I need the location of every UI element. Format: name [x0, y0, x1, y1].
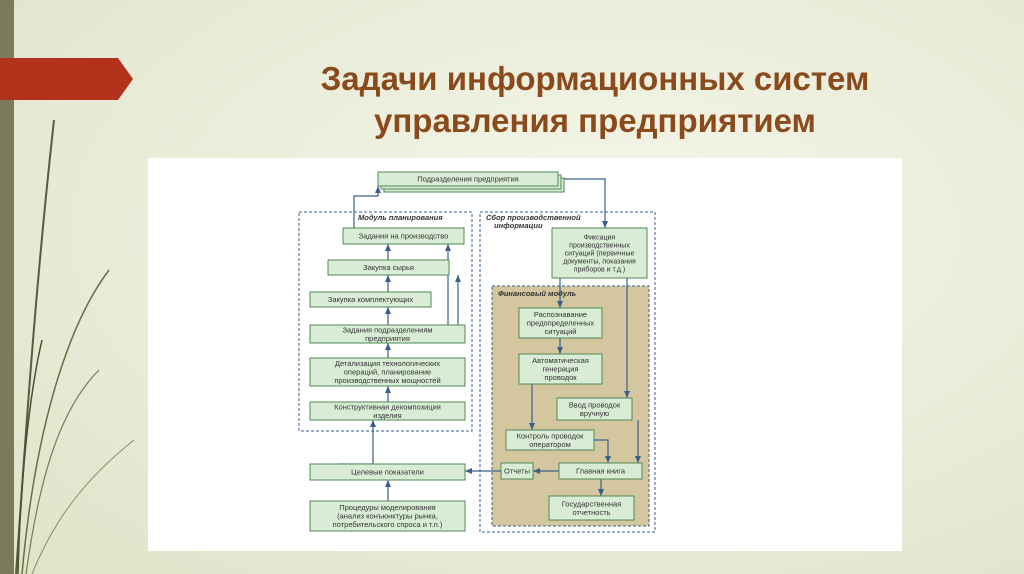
- arrow-departments-to-fixation: [558, 178, 608, 228]
- collection-label-line-2: информации: [494, 221, 543, 230]
- arrow-targets-to-decomposition: [338, 420, 376, 465]
- ledger-box-text: Главная книга: [576, 467, 626, 476]
- autogeneration-box-text: проводок: [544, 373, 577, 382]
- planning-box-5-text: операций, планирование: [344, 368, 431, 377]
- recognition-box-text: ситуаций: [545, 327, 577, 336]
- manual-entry-box-text: Ввод проводок: [569, 400, 621, 409]
- state-reporting-box-text: отчетность: [572, 508, 610, 517]
- modeling-box: Процедуры моделирования(анализ конъюнкту…: [309, 500, 466, 532]
- slide-title: Задачи информационных систем управления …: [215, 58, 975, 142]
- flow-diagram: Модуль планирования Сбор производственной…: [298, 171, 656, 533]
- top-box-departments-text: Подразделения предприятия: [417, 175, 518, 184]
- planning-box-3: Закупка комплектующих: [309, 291, 432, 308]
- recognition-box-text: предопределенных: [527, 319, 595, 328]
- ledger-box: Главная книга: [558, 462, 643, 480]
- planning-box-4-text: Задания подразделениям: [342, 325, 432, 334]
- modeling-box-text: Процедуры моделирования: [339, 503, 435, 512]
- planning-box-6-text: Конструктивная декомпозиция: [334, 402, 441, 411]
- fixation-box-text: приборов и т.д.): [574, 265, 626, 273]
- slide-title-line-1: Задачи информационных систем: [320, 60, 870, 97]
- modeling-box-text: потребительского спроса и т.п.): [333, 520, 443, 529]
- reports-box-text: Отчеты: [504, 467, 530, 476]
- manual-entry-box-text: вручную: [580, 409, 610, 418]
- slide-title-line-2: управления предприятием: [374, 102, 816, 139]
- operator-control-box-text: оператором: [529, 440, 571, 449]
- operator-control-box-text: Контроль проводок: [517, 431, 585, 440]
- planning-box-5-text: Детализация технологических: [335, 359, 440, 368]
- top-box-departments: Подразделения предприятия: [377, 171, 559, 187]
- arrow-control-to-ledger: [594, 439, 611, 463]
- planning-box-6-text: изделия: [373, 411, 401, 420]
- reports-box: Отчеты: [500, 462, 534, 480]
- planning-box-1-text: Задания на производство: [359, 232, 449, 241]
- planning-module-region: [298, 211, 473, 432]
- collection-label-line-1: Сбор производственной: [486, 213, 581, 222]
- targets-box-text: Целевые показатели: [351, 468, 424, 477]
- collection-region: [479, 211, 656, 533]
- planning-box-2: Закупка сырья: [327, 259, 450, 276]
- planning-box-2-text: Закупка сырья: [363, 263, 414, 272]
- state-reporting-box-text: Государственная: [562, 499, 621, 508]
- planning-box-5-text: производственных мощностей: [334, 376, 440, 385]
- grass-decoration: [15, 119, 135, 574]
- financial-module-label: Финансовый модуль: [498, 289, 577, 298]
- autogeneration-box-text: генерация: [543, 365, 579, 374]
- left-accent-bar: [0, 0, 14, 574]
- fixation-box-text: Фиксация: [584, 234, 616, 241]
- autogeneration-box-text: Автоматическая: [532, 356, 589, 365]
- planning-box-1: Задания на производство: [342, 227, 465, 245]
- planning-module-label: Модуль планирования: [358, 213, 443, 222]
- arrow-tasks-to-departments: [353, 186, 381, 228]
- modeling-box-text: (анализ конъюнктуры рынка,: [337, 512, 438, 521]
- diagram-panel: Модуль планирования Сбор производственной…: [148, 158, 902, 551]
- planning-box-4-text: предприятия: [365, 334, 410, 343]
- targets-box: Целевые показатели: [309, 463, 466, 481]
- planning-box-3-text: Закупка комплектующих: [328, 295, 414, 304]
- title-accent-arrow: [0, 58, 133, 100]
- recognition-box-text: Распознавание: [534, 310, 587, 319]
- fixation-box-text: ситуаций (первичные: [565, 249, 635, 257]
- fixation-box-text: производственных: [569, 242, 630, 249]
- fixation-box-text: документы, показания: [563, 258, 636, 265]
